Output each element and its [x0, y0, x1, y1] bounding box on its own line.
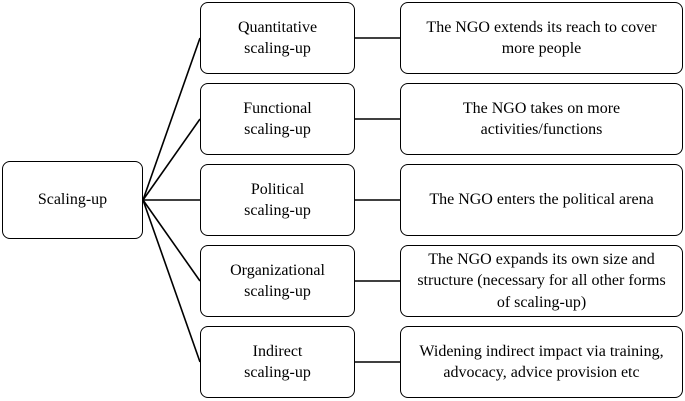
indirect-description-box: Widening indirect impact via training, a… — [400, 326, 683, 398]
organizational-description-box: The NGO expands its own size and structu… — [400, 245, 683, 317]
indirect-node-box: Indirect scaling-up — [200, 326, 355, 398]
political-description-box: The NGO enters the political arena — [400, 164, 683, 236]
functional-description-box: The NGO takes on more activities/functio… — [400, 83, 683, 155]
root-node-box: Scaling-up — [2, 161, 143, 239]
connector-root-to-quantitative — [142, 37, 201, 201]
connector-root-to-indirect — [142, 199, 201, 363]
quantitative-description-text: The NGO extends its reach to cover more … — [426, 18, 657, 57]
indirect-description-text: Widening indirect impact via training, a… — [419, 342, 664, 381]
political-description-text: The NGO enters the political arena — [429, 191, 654, 209]
functional-description-text: The NGO takes on more activities/functio… — [462, 99, 621, 138]
connector-root-to-functional — [142, 118, 201, 201]
quantitative-description-box: The NGO extends its reach to cover more … — [400, 2, 683, 74]
political-node-label: Political scaling-up — [244, 180, 311, 219]
quantitative-node-box: Quantitative scaling-up — [200, 2, 355, 74]
quantitative-node-label: Quantitative scaling-up — [237, 18, 318, 57]
root-node-label: Scaling-up — [37, 191, 108, 209]
organizational-description-text: The NGO expands its own size and structu… — [417, 251, 666, 311]
organizational-node-label: Organizational scaling-up — [230, 261, 325, 300]
functional-node-box: Functional scaling-up — [200, 83, 355, 155]
organizational-node-box: Organizational scaling-up — [200, 245, 355, 317]
functional-node-label: Functional scaling-up — [243, 99, 312, 138]
indirect-node-label: Indirect scaling-up — [244, 342, 311, 381]
political-node-box: Political scaling-up — [200, 164, 355, 236]
connector-root-to-organizational — [142, 199, 201, 282]
